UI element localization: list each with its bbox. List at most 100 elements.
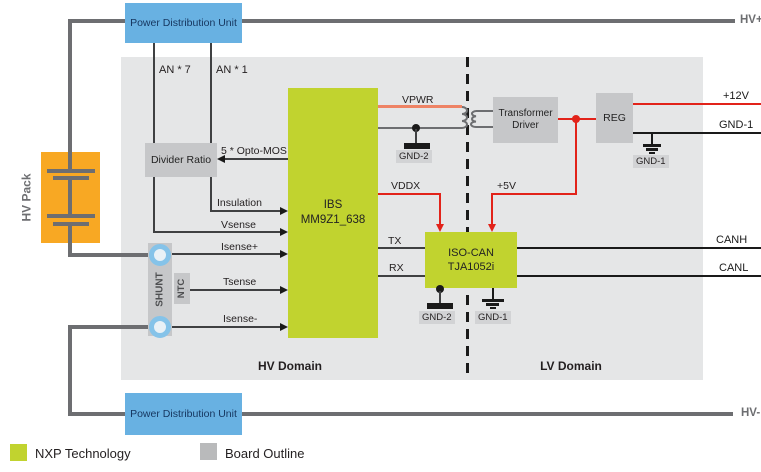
- pdu-top-label: Power Distribution Unit: [130, 17, 237, 29]
- pdu-bottom-label: Power Distribution Unit: [130, 408, 237, 420]
- wire-vddx-h: [378, 193, 441, 195]
- wire-5v-v: [491, 195, 493, 225]
- arrow-isense-plus-icon: [280, 249, 288, 258]
- wire-tsense: [190, 289, 282, 291]
- wire-left-vertical-bottom: [68, 325, 72, 416]
- wire-insulation: [210, 210, 282, 212]
- isocan-part-number: TJA1052i: [447, 261, 495, 273]
- gnd2-label-b: GND-2: [419, 311, 455, 324]
- junction-dot-vpwr-return: [412, 124, 420, 132]
- gnd1-stem-a: [651, 134, 653, 144]
- battery-plate-long-2: [47, 214, 95, 218]
- ibs-block: IBS MM9Z1_638: [288, 88, 378, 338]
- isolation-barrier-dashed-line: [466, 57, 469, 380]
- 5v-label: +5V: [497, 180, 516, 192]
- hv-domain-label: HV Domain: [257, 359, 322, 373]
- gnd1-symbol-b-bar2: [486, 303, 499, 306]
- legend-nxp-label: NXP Technology: [35, 446, 131, 461]
- an1-label: AN * 1: [216, 64, 248, 76]
- arrow-vsense-icon: [280, 227, 288, 236]
- ntc-label: NTC: [176, 278, 187, 299]
- wire-5v-h: [491, 193, 577, 195]
- wire-divider-down-left: [153, 177, 155, 233]
- wire-canl: [517, 275, 761, 277]
- an7-label: AN * 7: [159, 64, 191, 76]
- battery-plate-long-1: [47, 169, 95, 173]
- wire-vpwr-return: [378, 127, 462, 129]
- wire-pack-to-shunt-vertical: [68, 226, 72, 255]
- transformer-driver-block: Transformer Driver: [493, 97, 558, 143]
- transformer-icon: [461, 106, 477, 129]
- isense-plus-label: Isense+: [221, 241, 259, 253]
- legend-board-swatch: [200, 443, 217, 460]
- legend-board-label: Board Outline: [225, 446, 305, 461]
- canh-label: CANH: [716, 234, 748, 246]
- ntc-block: [174, 273, 190, 304]
- wire-to-pdu-bottom: [68, 412, 127, 416]
- rx-label: RX: [389, 262, 404, 274]
- battery-mid-vertical: [68, 180, 72, 216]
- junction-dot-isocan-gnd: [436, 285, 444, 293]
- 12v-label: +12V: [723, 90, 749, 102]
- gnd1-symbol-a-bar2: [646, 148, 658, 151]
- gnd2-label-a: GND-2: [396, 150, 432, 163]
- hv-pack-label: HV Pack: [19, 173, 33, 222]
- arrow-isense-minus-icon: [280, 322, 288, 331]
- vsense-label: Vsense: [221, 219, 257, 231]
- wire-rx: [378, 275, 425, 277]
- gnd1-symbol-b-icon: [482, 299, 504, 302]
- battery-plate-short-2: [53, 222, 89, 226]
- divider-ratio-block: Divider Ratio: [145, 143, 217, 177]
- wire-hvplus-left: [68, 19, 127, 23]
- gnd1-label-b: GND-1: [475, 311, 511, 324]
- vpwr-label: VPWR: [402, 94, 434, 106]
- wire-isense-plus: [171, 253, 282, 255]
- pdu-bottom-block: Power Distribution Unit: [125, 393, 242, 435]
- ibs-part-number: MM9Z1_638: [300, 214, 366, 226]
- transformer-driver-label-line2: Driver: [512, 120, 539, 131]
- wire-reg-branch-v: [575, 119, 577, 195]
- wire-an1: [210, 43, 212, 143]
- gnd1-symbol-b-bar3: [490, 306, 496, 309]
- wire-divider-down-right: [210, 177, 212, 212]
- arrow-tsense-icon: [280, 285, 288, 294]
- wire-hvplus-right: [241, 19, 735, 23]
- tx-label: TX: [388, 235, 402, 247]
- wire-12v: [633, 103, 761, 105]
- isense-minus-label: Isense-: [223, 313, 258, 325]
- wire-canh: [517, 247, 761, 249]
- hvplus-label: HV+: [740, 14, 761, 26]
- arrow-5v-icon: [487, 224, 496, 232]
- wire-hvminus-right: [241, 412, 733, 416]
- gnd1-symbol-a-bar3: [649, 151, 655, 154]
- wire-pack-to-shunt-horizontal: [68, 253, 154, 257]
- pdu-top-block: Power Distribution Unit: [125, 3, 242, 43]
- wire-transformer-stub-top: [476, 110, 493, 112]
- vddx-label: VDDX: [391, 180, 421, 192]
- wire-shunt-return-horizontal: [68, 325, 154, 329]
- wire-tx: [378, 247, 425, 249]
- wire-left-vertical-top: [68, 19, 72, 171]
- wire-opto-mos: [225, 158, 288, 160]
- shunt-label: SHUNT: [154, 272, 166, 307]
- wire-vddx-v: [439, 195, 441, 225]
- wire-vsense: [153, 231, 282, 233]
- gnd2-stem-a: [415, 129, 417, 144]
- legend-nxp-swatch: [10, 444, 27, 461]
- canl-label: CANL: [719, 262, 749, 274]
- wire-vpwr: [378, 105, 462, 108]
- ibs-name: IBS: [323, 199, 343, 212]
- isocan-block: ISO-CAN TJA1052i: [425, 232, 517, 288]
- wire-isense-minus: [171, 326, 282, 328]
- gnd2-symbol-b-icon: [427, 303, 453, 309]
- battery-plate-short-1: [53, 176, 89, 180]
- isocan-name: ISO-CAN: [448, 246, 494, 259]
- lv-domain-label: LV Domain: [540, 359, 602, 373]
- shunt-terminal-top: [149, 244, 171, 266]
- arrow-opto-mos-icon: [217, 154, 225, 163]
- gnd1-stem-b: [492, 288, 494, 299]
- opto-mos-label: 5 * Opto-MOS: [221, 145, 287, 157]
- reg-block: REG: [596, 93, 633, 143]
- arrow-vddx-icon: [435, 224, 444, 232]
